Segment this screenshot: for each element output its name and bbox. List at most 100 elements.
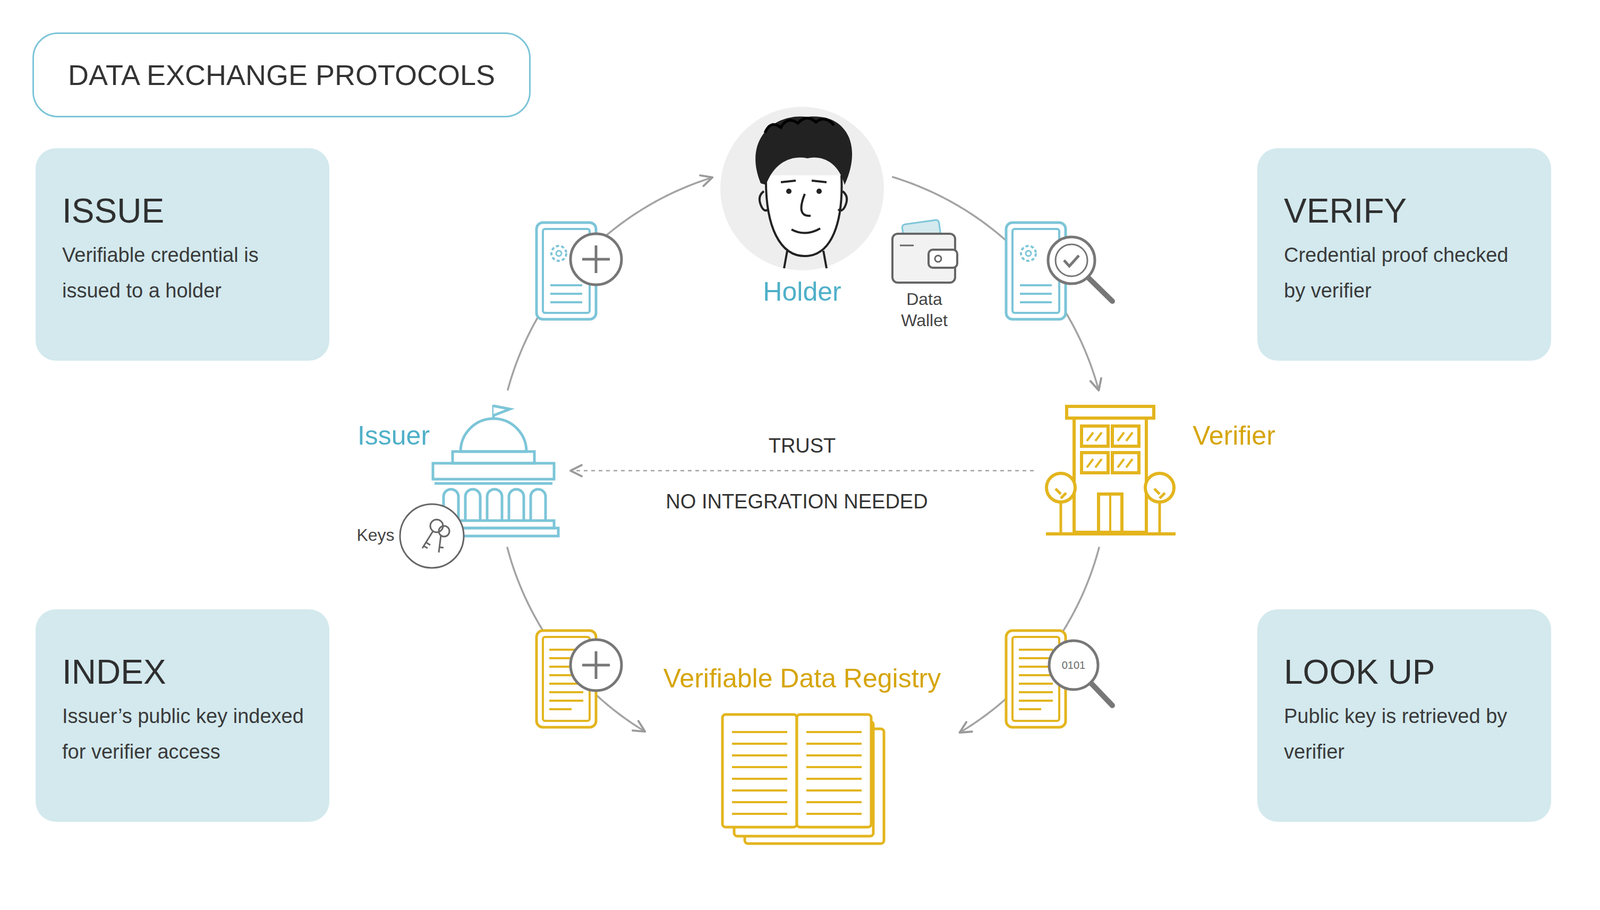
registry-icon-part [796,714,872,828]
flow-arrow [891,176,1099,391]
panel-body: Issuer’s public key indexed for verifier… [62,698,314,770]
panel-heading: LOOK UP [1283,652,1536,693]
wallet-icon [892,219,958,283]
keys-icon [400,504,464,568]
panel-heading: INDEX [62,652,314,693]
registry-line [806,742,862,745]
index-document-icon-part [582,651,610,679]
registry-line [732,742,788,745]
holder-portrait [720,106,884,271]
wallet-icon-part [934,255,942,262]
holder-portrait-part [816,188,822,194]
flow-arrow [507,546,646,732]
wallet-icon-part [928,249,958,268]
node-label: Verifier [1192,419,1276,452]
lookup-document-icon-part [1049,640,1099,690]
issuer-building-part [432,463,555,480]
registry-line [806,766,862,769]
registry-line [732,812,788,815]
holder-portrait-part [811,180,827,183]
issuer-building-part [452,451,535,464]
protocol-panel: LOOK UP Public key is retrieved by verifi… [1257,609,1552,822]
verifier-building [1045,406,1176,534]
wallet-label: Data Wallet [900,288,948,331]
registry-icon [722,714,884,844]
registry-line [732,801,788,804]
title-box: DATA EXCHANGE PROTOCOLS [32,32,531,118]
holder-portrait-part [784,250,827,269]
index-document-icon-part [570,639,622,691]
verify-document-icon-part [1064,255,1079,267]
edge-label: TRUST [768,434,837,458]
verifier-node: Verifier [1041,398,1297,540]
issuer-building-part [460,418,527,452]
verifier-building-part [1154,488,1165,533]
verifier-building-part [1086,432,1133,468]
node-label: Issuer [357,419,430,452]
registry-node: Verifiable Data Registry [653,658,951,850]
lookup-document-icon [1006,630,1113,728]
protocol-panel: ISSUE Verifiable credential is issued to … [35,148,330,361]
issuer-building-part [434,482,553,485]
verify-document-icon-part [1055,244,1088,277]
holder-portrait-part [720,106,884,271]
keys-icon-part [438,525,450,537]
flow-arrow [959,546,1100,733]
holder-node: Holder [720,106,884,314]
verify-document-icon-part [1048,236,1095,284]
verifier-building-part [1074,418,1147,533]
protocol-panel: INDEX Issuer’s public key indexed for ver… [35,609,330,822]
registry-line [806,754,862,757]
index-document-icon [536,630,622,728]
verifier-building-part [1109,494,1112,533]
verifier-building-part [1055,488,1067,533]
keys-label: Keys [356,524,395,546]
registry-line [732,730,788,734]
registry-line [806,789,862,792]
holder-portrait-part [838,191,847,211]
verifier-building-part [1112,426,1139,447]
panel-body: Credential proof checked by verifier [1283,237,1536,309]
registry-line [806,777,862,780]
issuer-node: Issuer [339,398,564,540]
holder-portrait-part [759,191,769,211]
verifier-building-part [1098,494,1122,533]
registry-line [806,801,862,804]
verify-document-icon [1006,222,1113,320]
holder-portrait-part [801,193,811,216]
title-text: DATA EXCHANGE PROTOCOLS [67,58,496,92]
trust-note: NO INTEGRATION NEEDED [665,489,928,515]
issue-document-icon-part [582,245,610,274]
flow-arrow [507,177,713,391]
lookup-document-icon-part [1090,682,1113,706]
wallet-icon-part [899,244,914,247]
registry-line [806,730,862,734]
issuer-building-part [493,405,510,416]
registry-line [806,812,862,815]
holder-portrait-part [786,188,792,194]
panel-body: Verifiable credential is issued to a hol… [62,237,314,309]
holder-portrait-part [764,117,834,133]
node-label: Verifiable Data Registry [663,662,941,695]
panel-heading: ISSUE [62,191,314,232]
registry-line [732,754,788,757]
holder-portrait-part [766,175,842,257]
verifier-building-part [1045,532,1176,536]
holder-portrait-part [755,116,853,185]
panel-body: Public key is retrieved by verifier [1283,698,1536,770]
registry-icon-part [732,732,862,814]
verifier-building-part [1112,452,1139,473]
verifier-building-part [1066,406,1154,419]
verifier-building-part [1081,426,1109,447]
protocol-panel: VERIFY Credential proof checked by verifi… [1257,148,1552,361]
panel-heading: VERIFY [1283,191,1536,232]
registry-icon-part [722,714,797,828]
binary-glyph: 0101 [1061,658,1086,672]
registry-line [732,766,788,769]
keys-icon-part [400,504,464,568]
verifier-building-part [1081,452,1109,473]
keys-icon-part [438,535,444,553]
trust-connector [570,470,1034,472]
issue-document-icon-part [570,233,622,285]
